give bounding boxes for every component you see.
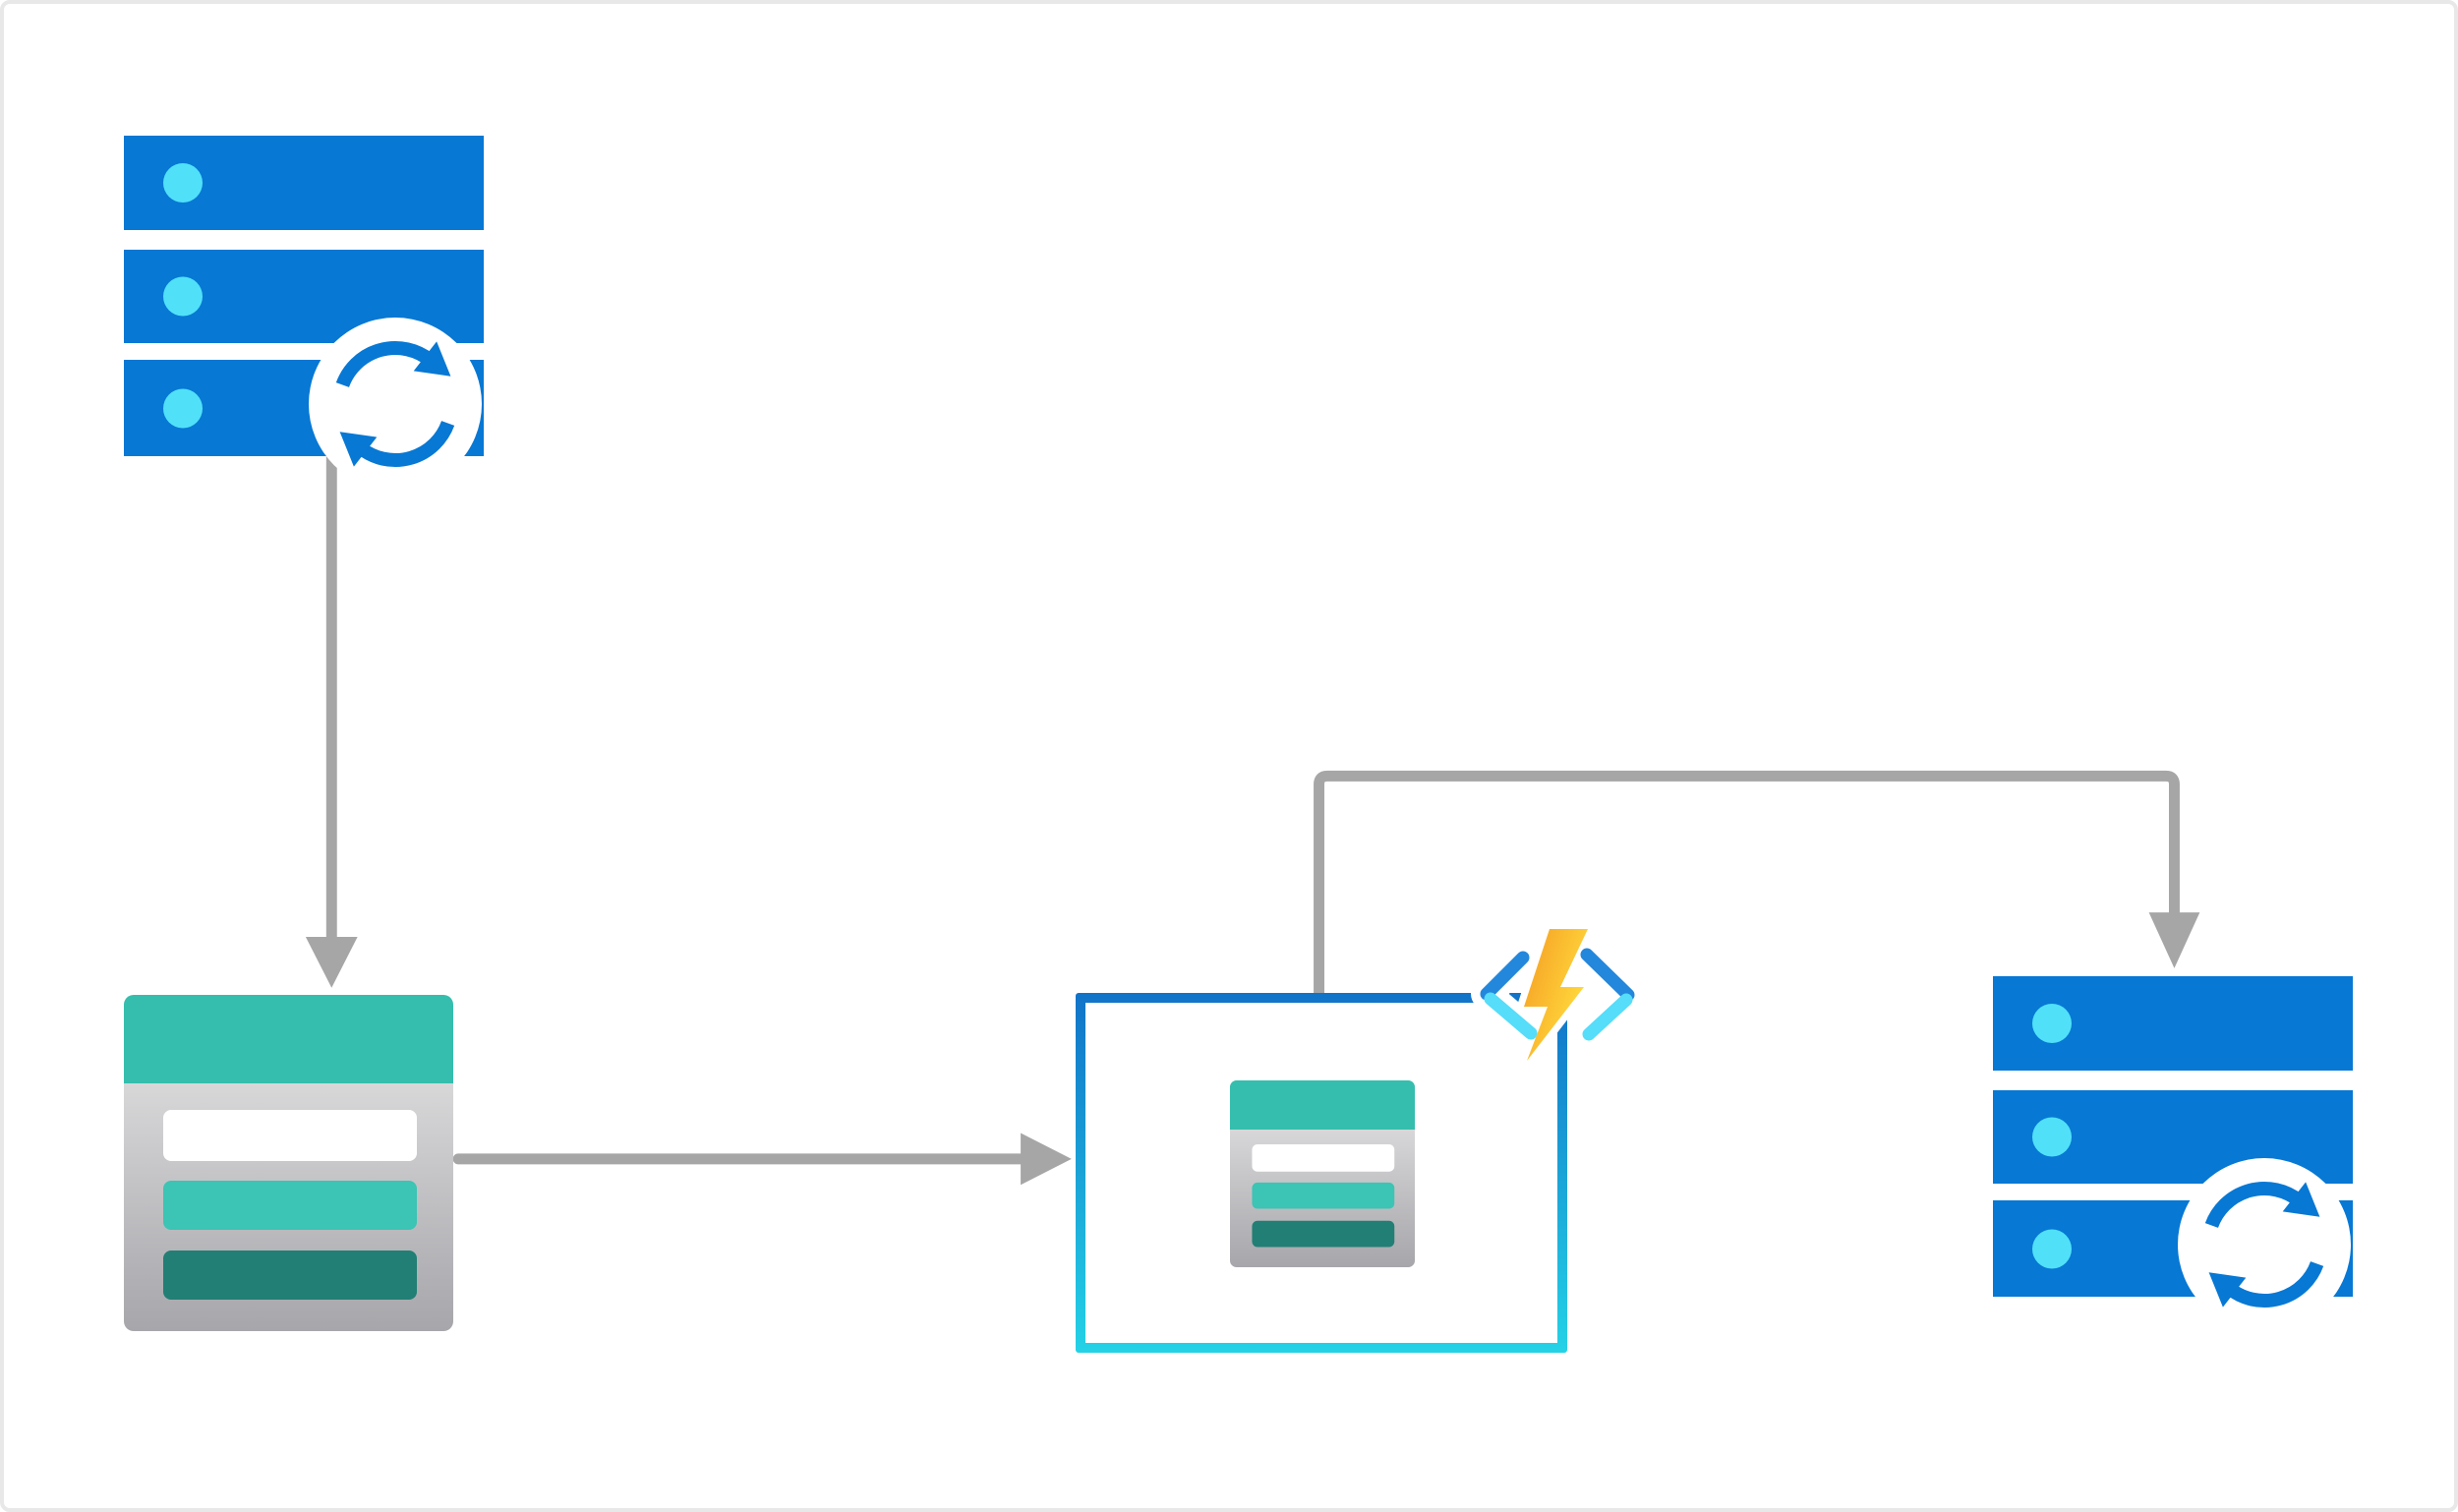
database-server-sync-icon [1993,976,2353,1331]
table-icon-small [1230,1080,1415,1267]
server-led-dot [2032,1004,2072,1043]
database-server-sync-icon [124,136,484,491]
table-row [1252,1144,1395,1172]
table-row [1252,1182,1395,1209]
connectors-layer [305,446,2200,1186]
source-database-node [124,136,576,568]
code-chevron-right-icon [1580,948,1635,1041]
arrow-table-to-function [452,1133,1072,1186]
function-container-box [1076,993,1567,1353]
sync-icon [309,318,482,491]
server-led-dot [163,388,203,429]
function-container-inner [1085,1003,1557,1343]
destination-database-node [1993,976,2445,1409]
arrow-source-to-table [305,446,358,988]
table-icon [124,995,453,1331]
table-row [163,1181,417,1230]
server-stack-icon [124,136,484,456]
staging-table-node [124,995,453,1331]
azure-functions-lightning-icon [1471,922,1644,1068]
lightning-bolt-icon [1524,929,1588,1061]
table-header [1230,1080,1415,1130]
function-table-node [1230,1080,1415,1272]
sync-icon [2178,1158,2351,1331]
server-led-dot [163,163,203,203]
server-led-dot [163,276,203,317]
table-header [124,995,453,1083]
table-row [163,1110,417,1161]
azure-functions-badge [1469,913,1646,1076]
server-led-dot [2032,1117,2072,1157]
table-row [163,1250,417,1300]
table-row [1252,1220,1395,1248]
code-chevron-left-icon [1480,951,1538,1040]
arrow-function-to-destination [1314,770,2200,1000]
server-led-dot [2032,1229,2072,1269]
